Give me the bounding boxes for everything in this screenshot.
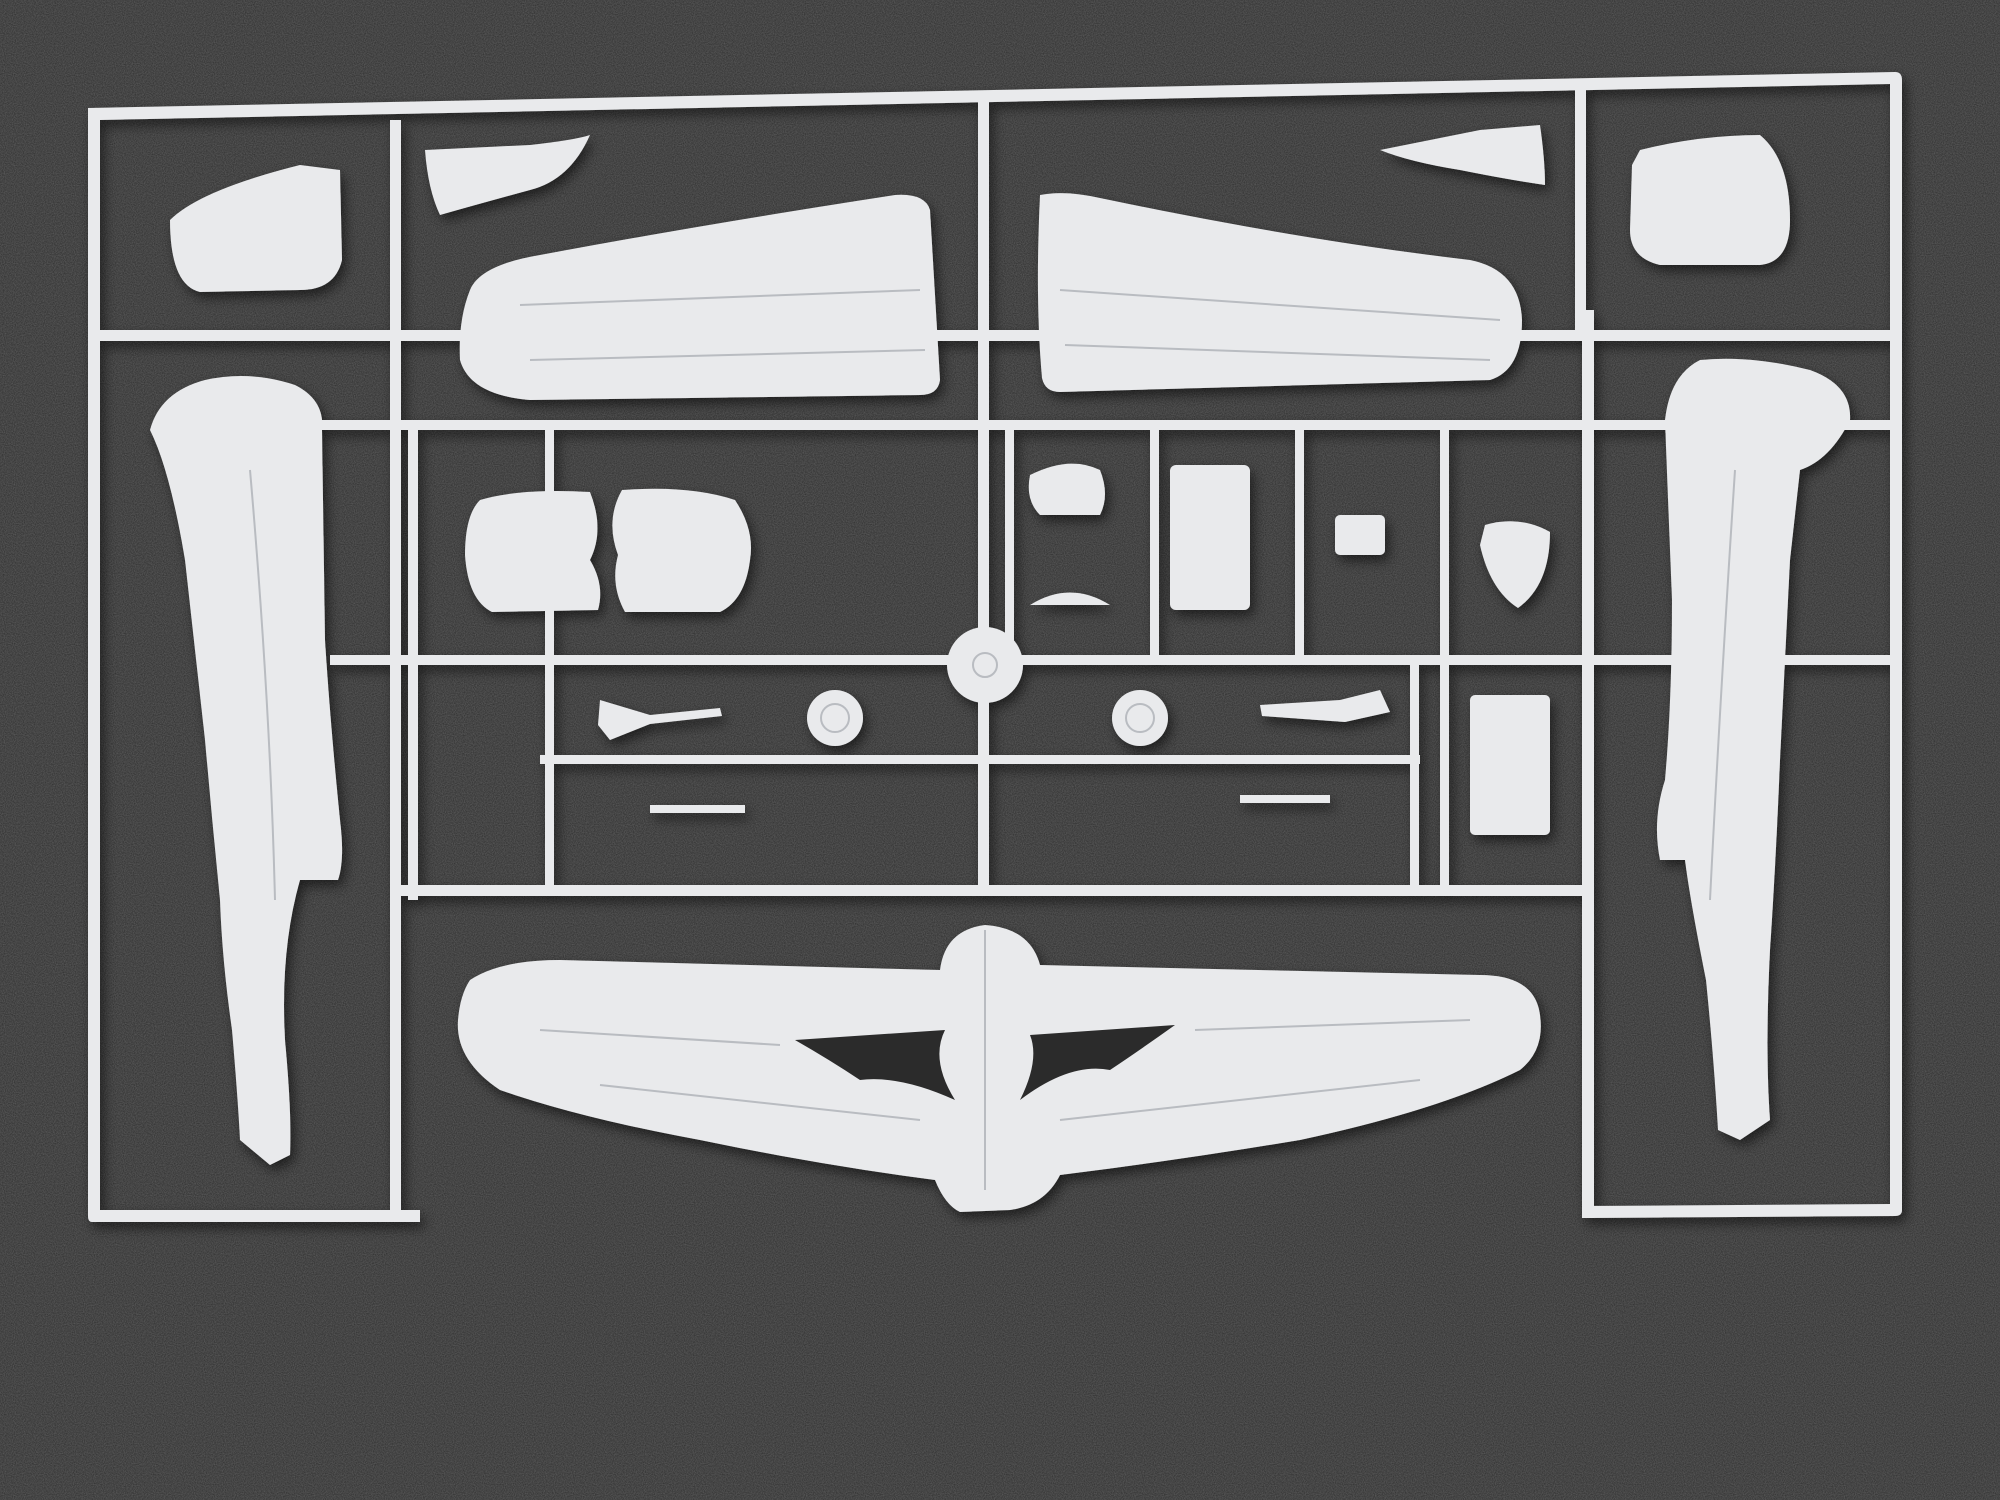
sprue-frame [88, 72, 1902, 1222]
exhaust-left [650, 805, 745, 813]
lower-wing [457, 925, 1541, 1212]
rail-v7 [1440, 430, 1449, 890]
fin-left [425, 135, 590, 215]
cowling-half-right [612, 488, 751, 612]
rail-v6 [1295, 430, 1304, 660]
rail-v3 [545, 430, 554, 890]
gear-leg-left [598, 700, 722, 740]
panel-lines [249, 289, 1736, 1190]
rail-v2 [408, 430, 418, 900]
rail-v4 [1005, 430, 1014, 660]
rail-v1 [390, 120, 401, 1220]
rail-v8 [1575, 85, 1586, 335]
rail-top [100, 330, 1890, 341]
horizontal-stabilizer-right [1630, 135, 1790, 265]
pilot-seat-back [1480, 521, 1550, 608]
main-wheel-right [1112, 690, 1168, 746]
seat [1028, 463, 1105, 515]
upper-wing-half-right [1037, 193, 1522, 392]
radiator-block [1335, 515, 1385, 555]
fin-right [1380, 125, 1545, 185]
main-wheel-left [807, 690, 863, 746]
rail-upper [320, 420, 1890, 430]
exhaust-right [1240, 795, 1330, 803]
instrument-panel [1470, 695, 1550, 835]
fuselage-half-right [1656, 358, 1851, 1140]
cockpit-floor [1170, 465, 1250, 610]
horizontal-stabilizer-left [170, 165, 342, 292]
gear-leg-right [1260, 690, 1390, 722]
right-lower-frame [1582, 310, 1594, 1218]
cowling-half-left [465, 491, 601, 612]
rail-middle [330, 655, 1890, 665]
propeller-hub [947, 627, 1023, 703]
fuselage-half-left [150, 376, 343, 1165]
spinner-plate [1030, 592, 1110, 605]
wing-cutout-left [795, 1030, 955, 1100]
rail-v9 [1410, 660, 1419, 890]
rail-v5 [1150, 430, 1159, 660]
wing-cutout-right [1020, 1025, 1175, 1100]
rail-center [978, 100, 989, 890]
rail-lower [400, 885, 1590, 896]
